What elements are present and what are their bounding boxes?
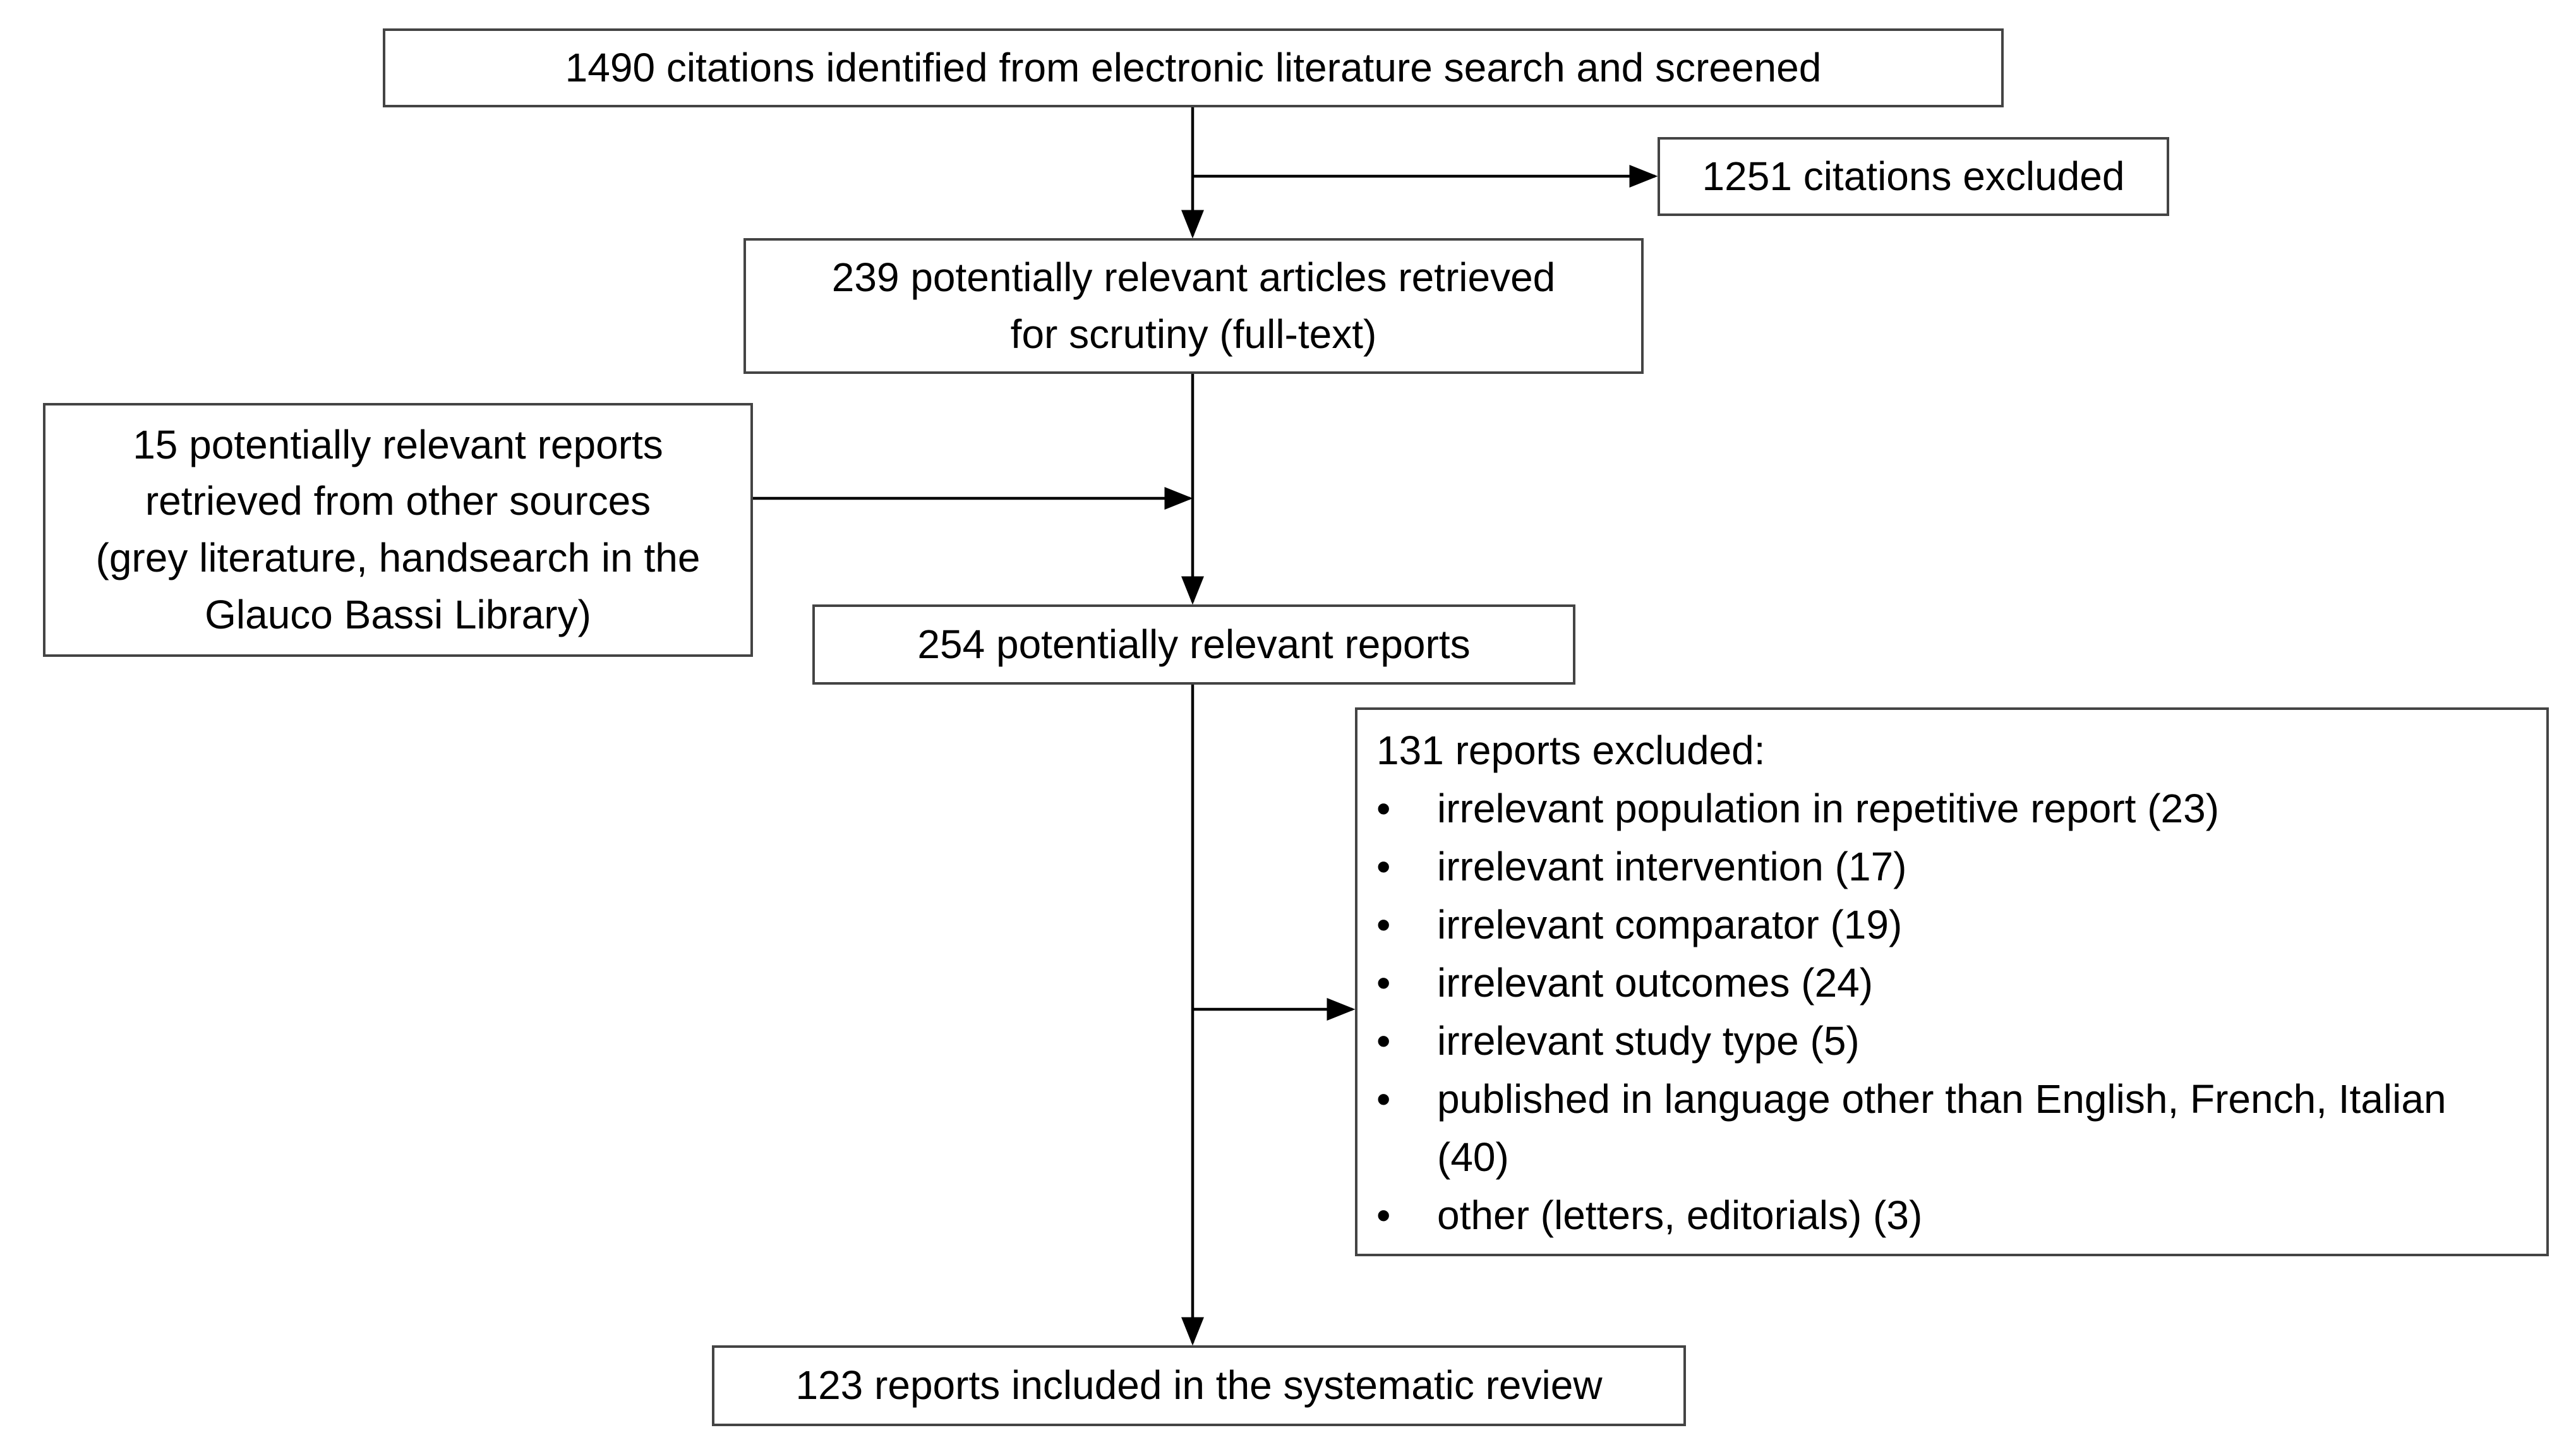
bullet-icon: •: [1376, 902, 1391, 947]
exclusion-reason-text: irrelevant comparator (19): [1437, 902, 1903, 947]
exclusion-reason-item: • irrelevant population in repetitive re…: [1376, 779, 2527, 838]
exclusion-reason-item: • other (letters, editorials) (3): [1376, 1186, 2527, 1244]
bullet-icon: •: [1376, 1192, 1391, 1238]
exclusion-reason-item: • irrelevant intervention (17): [1376, 838, 2527, 896]
bullet-icon: •: [1376, 786, 1391, 831]
bullet-icon: •: [1376, 960, 1391, 1006]
exclusion-reason-list: • irrelevant population in repetitive re…: [1376, 779, 2527, 1244]
exclusion-reason-text: other (letters, editorials) (3): [1437, 1192, 1923, 1238]
reports-excluded-box: 131 reports excluded: • irrelevant popul…: [1355, 707, 2549, 1256]
relevant-reports-box: 254 potentially relevant reports: [812, 604, 1575, 685]
reports-excluded-heading: 131 reports excluded:: [1376, 728, 1766, 773]
exclusion-reason-item: • irrelevant study type (5): [1376, 1012, 2527, 1070]
exclusion-reason-text: published in language other than English…: [1437, 1076, 2447, 1180]
reports-included-box: 123 reports included in the systematic r…: [712, 1345, 1686, 1426]
articles-retrieved-box: 239 potentially relevant articles retrie…: [743, 238, 1644, 374]
exclusion-reason-text: irrelevant study type (5): [1437, 1018, 1860, 1064]
exclusion-reason-text: irrelevant population in repetitive repo…: [1437, 786, 2219, 831]
other-sources-box: 15 potentially relevant reports retrieve…: [43, 403, 753, 657]
exclusion-reason-item: • published in language other than Engli…: [1376, 1070, 2527, 1186]
bullet-icon: •: [1376, 1076, 1391, 1122]
bullet-icon: •: [1376, 844, 1391, 889]
bullet-icon: •: [1376, 1018, 1391, 1064]
exclusion-reason-item: • irrelevant comparator (19): [1376, 896, 2527, 954]
citations-identified-box: 1490 citations identified from electroni…: [383, 28, 2004, 107]
citations-excluded-box: 1251 citations excluded: [1658, 137, 2169, 216]
exclusion-reason-item: • irrelevant outcomes (24): [1376, 954, 2527, 1012]
exclusion-reason-text: irrelevant intervention (17): [1437, 844, 1907, 889]
exclusion-reason-text: irrelevant outcomes (24): [1437, 960, 1874, 1006]
